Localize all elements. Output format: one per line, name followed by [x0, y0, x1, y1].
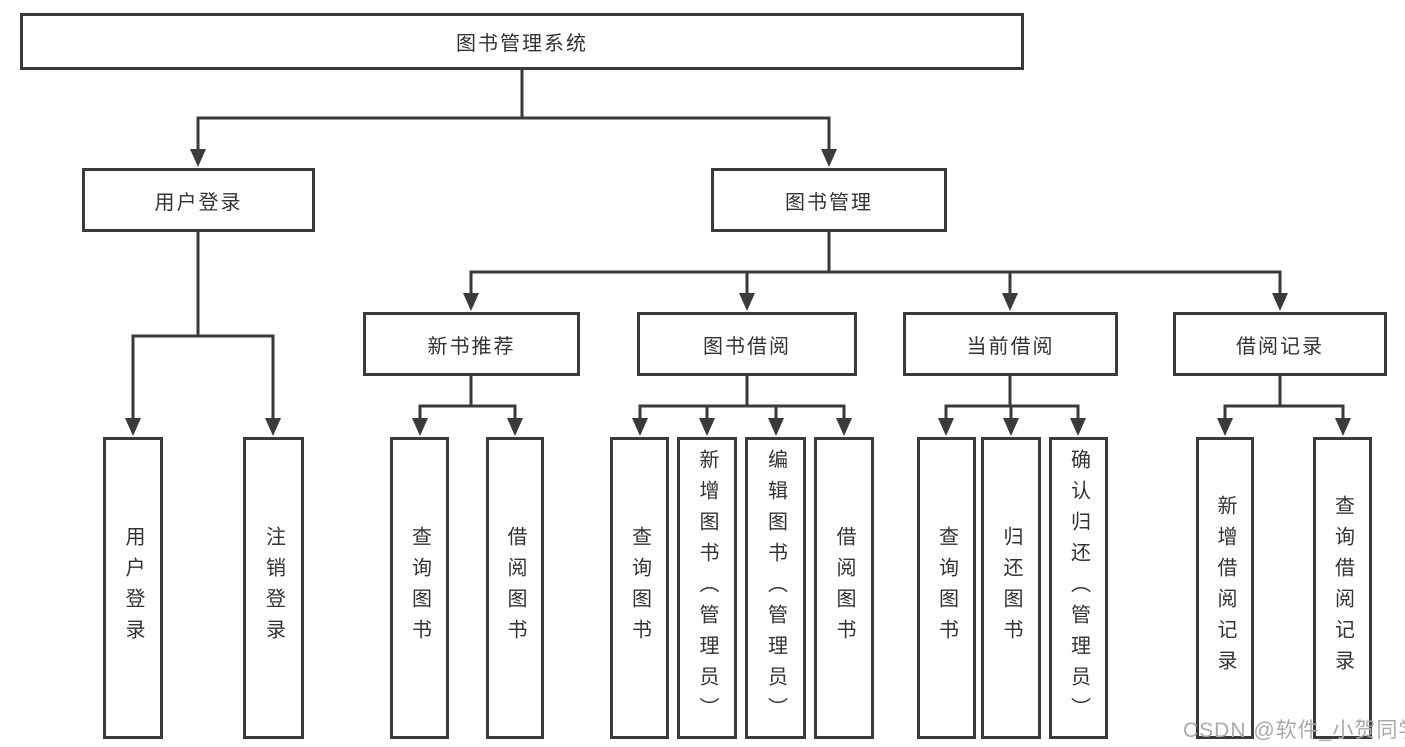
node-book-borrow: 图书借阅 — [637, 312, 857, 376]
node-book-management: 图书管理 — [711, 168, 947, 232]
leaf-current-return: 归还图书 — [981, 437, 1041, 739]
node-borrow-record: 借阅记录 — [1173, 312, 1387, 376]
arrowheads — [125, 149, 1351, 436]
edge-bookmgmt-split — [469, 232, 1282, 295]
leaf-newbook-borrow: 借阅图书 — [486, 437, 544, 739]
node-root: 图书管理系统 — [20, 13, 1024, 70]
leaf-borrow-edit-admin: 编辑图书（管理员） — [745, 437, 806, 739]
leaf-borrow-book: 借阅图书 — [814, 437, 874, 739]
leaf-current-confirm-admin: 确认归还（管理员） — [1049, 437, 1108, 739]
edge-root-split — [196, 70, 831, 151]
leaf-logout: 注销登录 — [243, 437, 304, 739]
leaf-borrow-add-admin: 新增图书（管理员） — [677, 437, 737, 739]
watermark: CSDN @软件_小贺同学 — [1183, 719, 1405, 742]
leaf-borrow-query: 查询图书 — [610, 437, 669, 739]
leaf-user-login: 用户登录 — [103, 437, 163, 739]
edge-bookborrow-split — [638, 376, 846, 420]
node-new-book-recommend: 新书推荐 — [363, 312, 580, 376]
edge-currentborrow-split — [944, 376, 1080, 420]
leaf-record-add: 新增借阅记录 — [1196, 437, 1254, 739]
edge-borrowrecord-split — [1223, 376, 1345, 420]
edge-userlogin-split — [131, 232, 275, 419]
leaf-current-query: 查询图书 — [917, 437, 976, 739]
leaf-newbook-query: 查询图书 — [390, 437, 449, 739]
edge-newbook-split — [418, 376, 517, 420]
node-user-login: 用户登录 — [82, 168, 315, 232]
node-current-borrow: 当前借阅 — [903, 312, 1118, 376]
leaf-record-query: 查询借阅记录 — [1313, 437, 1372, 739]
